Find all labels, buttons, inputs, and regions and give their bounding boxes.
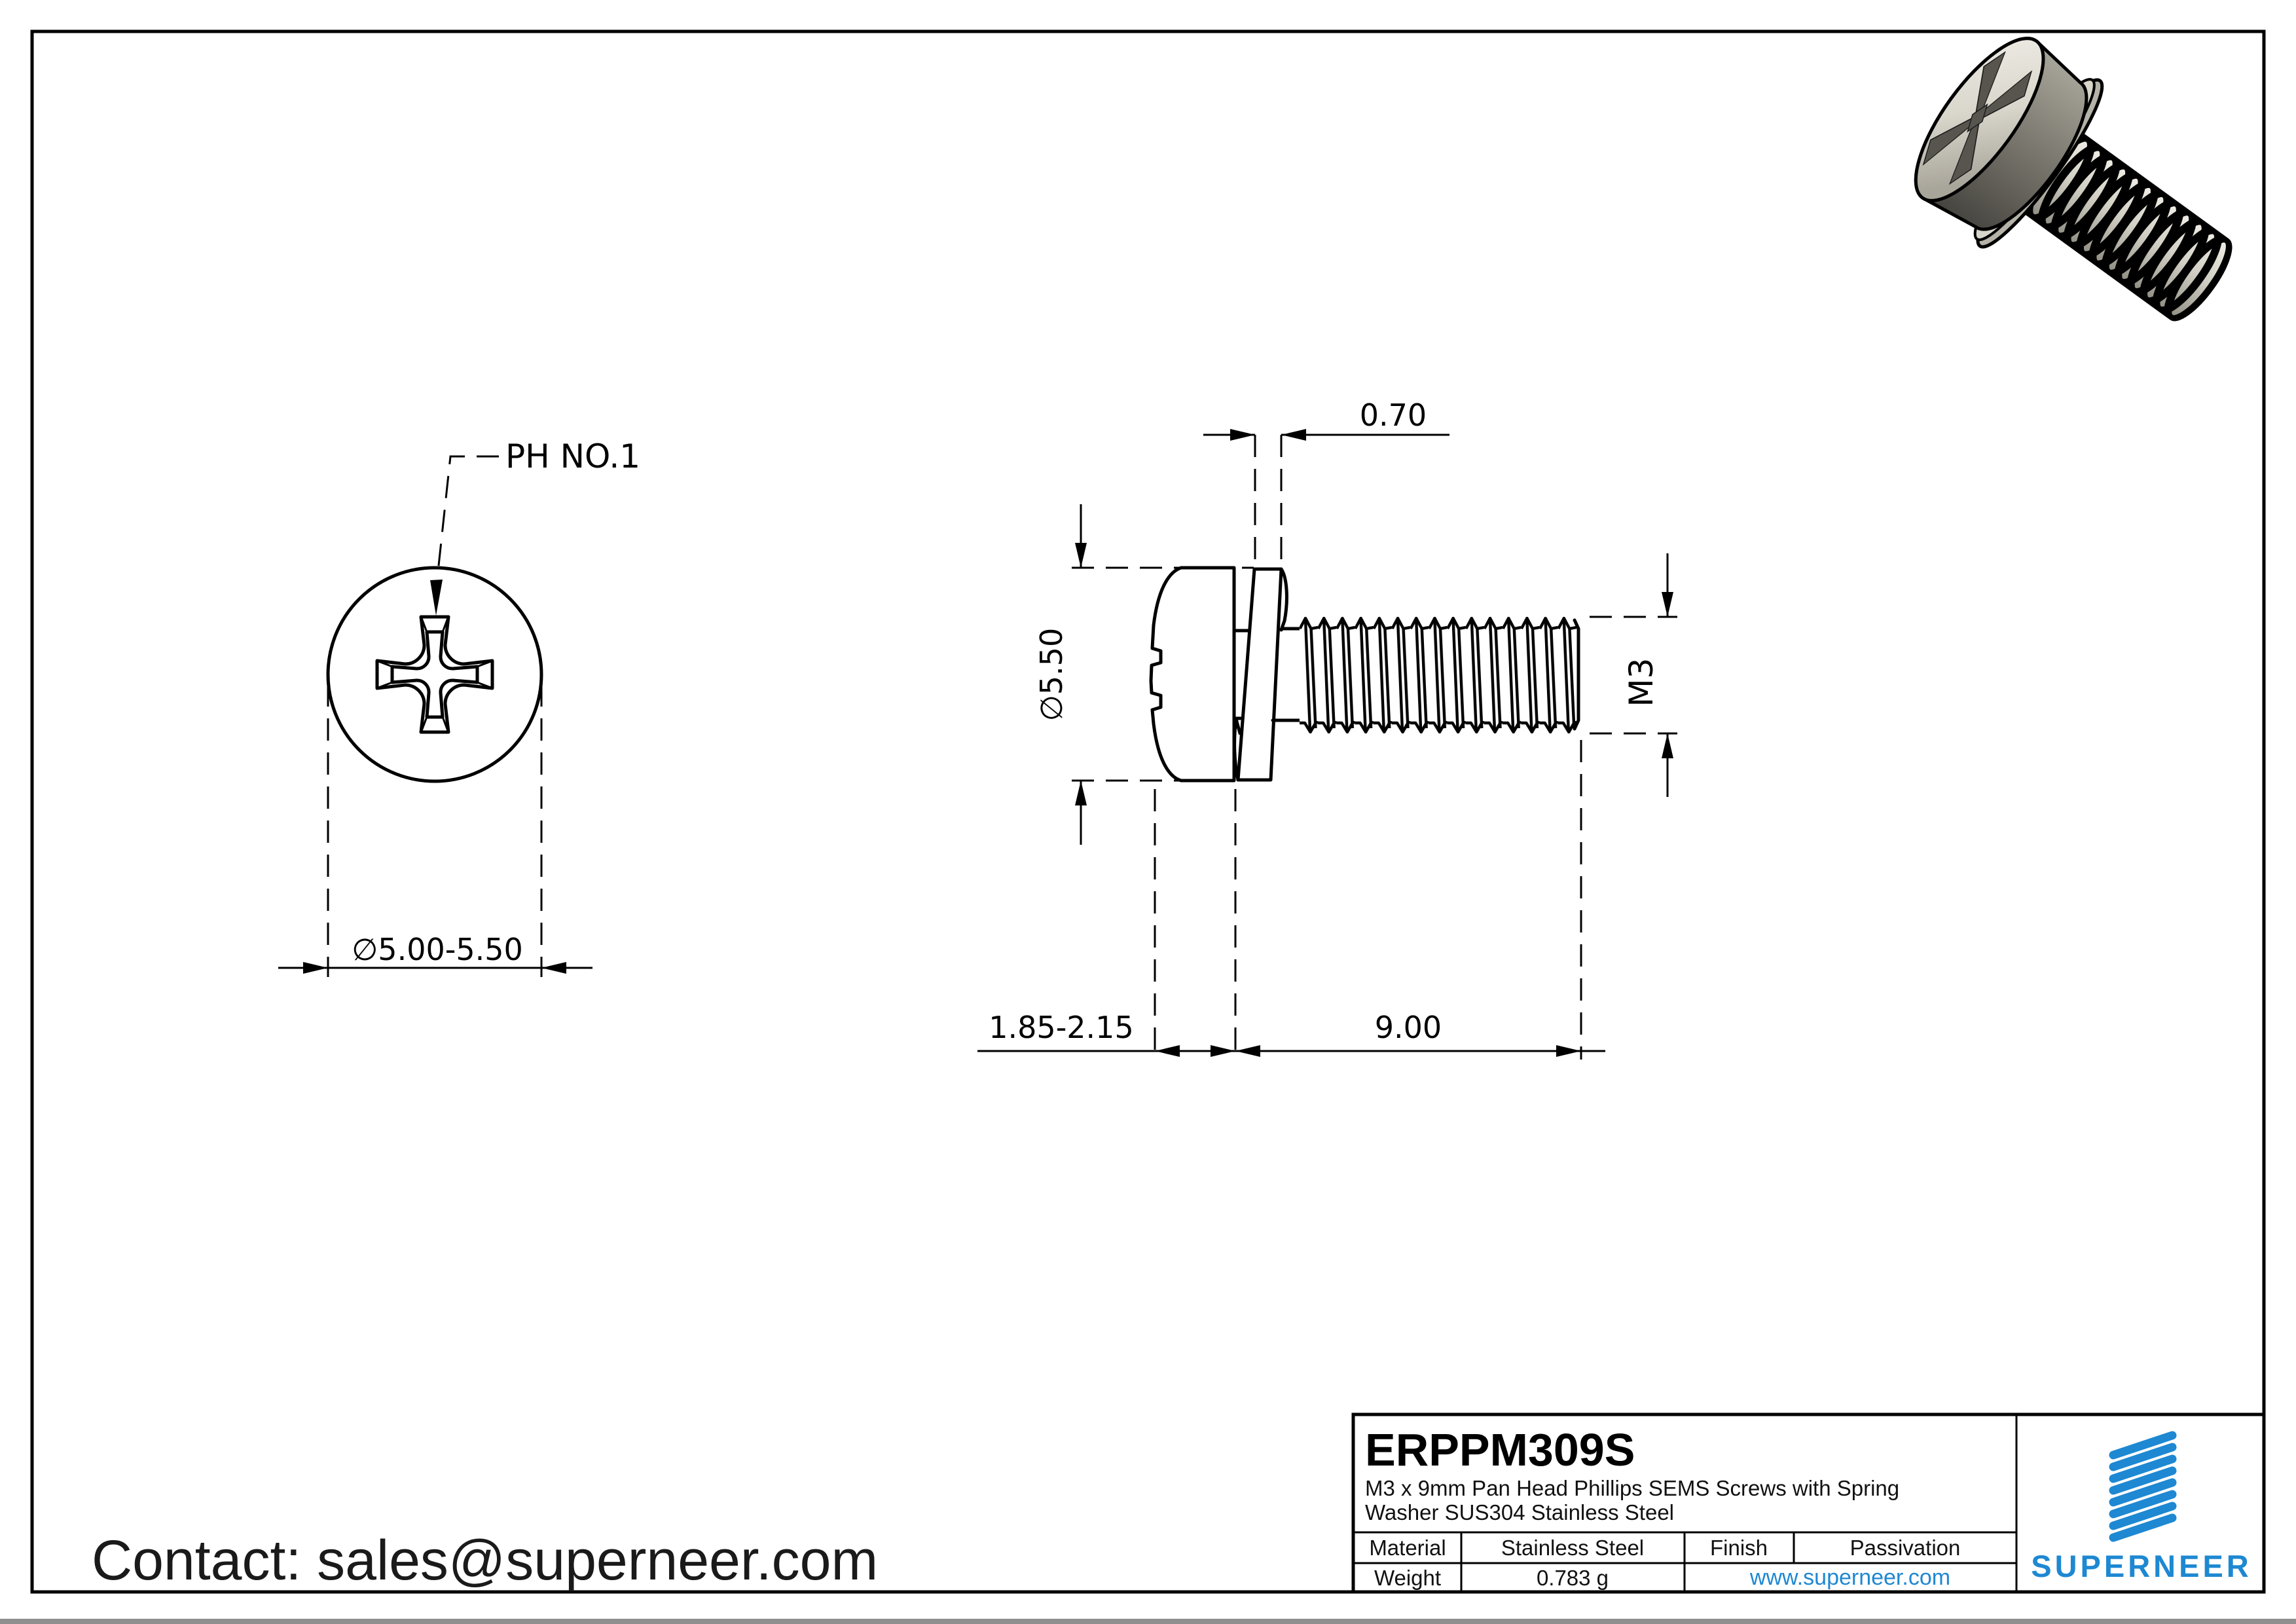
weight-label: Weight [1374, 1566, 1441, 1590]
spring-washer-outline [1236, 567, 1283, 782]
part-description-line1: M3 x 9mm Pan Head Phillips SEMS Screws w… [1365, 1476, 1899, 1500]
dim-arrow-icon [1556, 1045, 1581, 1057]
head-side-outline [1149, 566, 1236, 783]
dim-arrow-icon [1235, 1045, 1260, 1057]
finish-value: Passivation [1850, 1536, 1961, 1560]
thread-size-dim: M3 [1622, 658, 1660, 707]
head-diameter-dim: ∅5.00-5.50 [352, 932, 523, 967]
brand-name: SUPERNEER [2031, 1549, 2252, 1583]
dim-arrow-icon [541, 962, 566, 974]
part-number: ERPPM309S [1365, 1424, 1635, 1475]
screw-3d-render [1914, 37, 2234, 323]
material-value: Stainless Steel [1501, 1536, 1644, 1560]
front-view: PH NO.1 ∅5.00-5.50 [278, 437, 640, 977]
leader-line [436, 455, 499, 578]
head-outline-circle [326, 566, 543, 783]
contact-email[interactable]: Contact: sales@superneer.com [92, 1529, 878, 1592]
thread-pattern [1300, 617, 1576, 733]
brand-logo-icon [2109, 1431, 2177, 1542]
phillips-3d-icon [1922, 50, 2033, 185]
washer-split-bottom [1233, 717, 1242, 782]
title-block: ERPPM309S M3 x 9mm Pan Head Phillips SEM… [1351, 1412, 2266, 1594]
dim-arrow-icon [1075, 781, 1087, 805]
thread-end-face [1573, 618, 1580, 731]
washer-split-top [1279, 567, 1288, 632]
part-description-line2: Washer SUS304 Stainless Steel [1365, 1500, 1674, 1524]
dim-arrow-icon [1662, 733, 1673, 758]
dim-arrow-icon [1230, 429, 1255, 441]
dim-arrow-icon [1155, 1045, 1180, 1057]
side-view: 0.70 ∅5.50 M3 1.85-2.15 9.00 [977, 397, 1677, 1060]
head-height-dim: 1.85-2.15 [989, 1010, 1133, 1045]
material-label: Material [1369, 1536, 1446, 1560]
weight-value: 0.783 g [1537, 1566, 1609, 1590]
page-border [30, 29, 2266, 1594]
dim-arrow-icon [1281, 429, 1306, 441]
washer-thickness-dim: 0.70 [1360, 397, 1427, 433]
dim-arrow-icon [1075, 543, 1087, 568]
recess-label: PH NO.1 [505, 437, 640, 475]
thread-length-dim: 9.00 [1375, 1010, 1442, 1045]
dim-arrow-icon [1211, 1045, 1235, 1057]
website-link[interactable]: www.superneer.com [1749, 1565, 1950, 1590]
dim-arrow-icon [303, 962, 328, 974]
page-bottom-edge [0, 1619, 2296, 1624]
finish-label: Finish [1710, 1536, 1768, 1560]
phillips-recess-icon [375, 615, 494, 734]
leader-arrow-icon [430, 580, 443, 616]
dim-arrow-icon [1662, 592, 1673, 617]
side-head-diameter-dim: ∅5.50 [1034, 628, 1069, 722]
